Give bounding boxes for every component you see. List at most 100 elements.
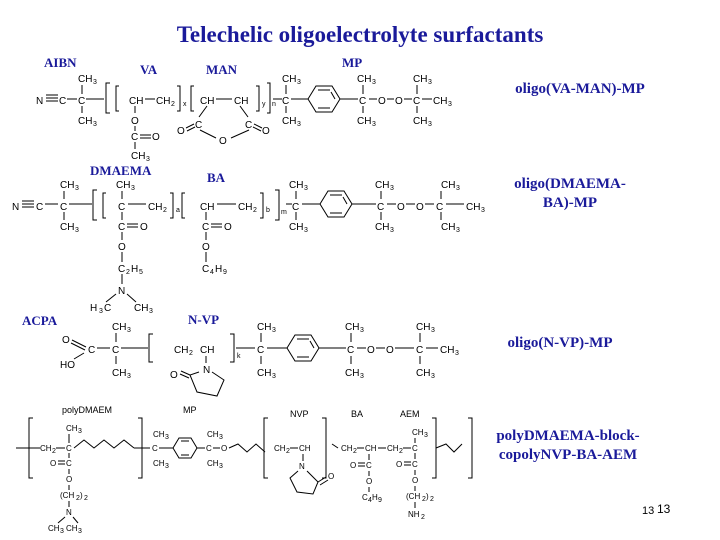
svg-text:CH: CH [153,430,165,439]
svg-text:C: C [202,264,209,275]
svg-text:C: C [257,345,264,356]
svg-text:O: O [221,444,227,453]
svg-text:CH: CH [153,459,165,468]
svg-text:O: O [386,345,394,356]
svg-text:C: C [112,345,119,356]
page-number: 13 [642,505,655,517]
svg-text:CH: CH [129,96,143,107]
svg-text:4: 4 [210,269,214,276]
svg-text:CH: CH [341,444,353,453]
svg-text:O: O [202,242,210,253]
svg-text:O: O [170,370,178,381]
svg-text:4: 4 [368,497,372,504]
svg-text:2: 2 [76,495,80,502]
svg-text:O: O [397,202,405,213]
svg-text:C: C [36,202,43,213]
svg-text:O: O [366,477,372,486]
svg-text:CH: CH [299,444,311,453]
svg-text:C: C [206,444,212,453]
svg-text:3: 3 [390,185,394,192]
svg-text:CH: CH [66,424,78,433]
svg-text:C: C [436,202,443,213]
svg-text:C: C [78,96,85,107]
svg-text:3: 3 [219,463,223,470]
label-nvp-small: NVP [290,409,309,419]
svg-text:C: C [377,202,384,213]
svg-text:C: C [366,461,372,470]
svg-text:3: 3 [424,432,428,439]
svg-text:O: O [152,132,160,143]
svg-text:CH: CH [234,96,248,107]
svg-text:2: 2 [286,448,290,455]
page-number-echo: 13 [657,502,671,516]
svg-text:2: 2 [399,448,403,455]
svg-text:3: 3 [304,185,308,192]
slide-title: Telechelic oligoelectrolyte surfactants [176,22,544,47]
svg-text:): ) [80,491,83,500]
svg-text:C: C [59,96,66,107]
svg-text:CH: CH [375,180,389,191]
svg-text:3: 3 [428,79,432,86]
svg-text:CH: CH [357,116,371,127]
svg-text:3: 3 [390,227,394,234]
svg-text:C: C [88,345,95,356]
label-acpa: ACPA [22,313,58,328]
label-poly-dmaem: polyDMAEM [62,405,113,415]
svg-text:x: x [183,101,187,108]
label-nvp: N-VP [188,312,220,327]
svg-text:3: 3 [75,185,79,192]
svg-text:O: O [328,472,334,481]
compound-name-row2: oligo(DMAEMA-BA)-MP [514,176,626,211]
svg-text:3: 3 [297,79,301,86]
compound-name-row4: polyDMAEMA-block-copolyNVP-BA-AEM [496,428,640,463]
svg-text:N: N [203,365,210,376]
svg-text:k: k [237,353,241,360]
svg-text:3: 3 [360,373,364,380]
svg-text:3: 3 [219,434,223,441]
svg-text:): ) [426,492,429,501]
svg-text:3: 3 [304,227,308,234]
svg-text:CH: CH [134,303,148,314]
svg-text:CH: CH [148,202,162,213]
svg-text:m: m [281,209,287,216]
svg-text:3: 3 [481,207,485,214]
svg-text:b: b [266,207,270,214]
svg-text:3: 3 [272,327,276,334]
svg-text:C: C [412,460,418,469]
svg-text:3: 3 [60,528,64,535]
svg-text:O: O [50,459,56,468]
svg-text:CH: CH [345,368,359,379]
svg-text:CH: CH [413,116,427,127]
svg-text:C: C [104,303,111,314]
svg-text:3: 3 [431,327,435,334]
svg-text:CH: CH [257,368,271,379]
svg-text:CH: CH [282,116,296,127]
compound-name-row1: oligo(VA-MAN)-MP [515,81,645,97]
svg-text:2: 2 [430,496,434,503]
svg-text:CH: CH [357,74,371,85]
svg-text:CH: CH [365,444,377,453]
svg-text:N: N [12,202,19,213]
svg-text:(CH: (CH [60,491,74,500]
svg-text:3: 3 [93,79,97,86]
svg-text:CH: CH [131,151,145,162]
svg-text:9: 9 [378,497,382,504]
svg-text:CH: CH [112,322,126,333]
svg-text:C: C [413,96,420,107]
svg-text:O: O [395,96,403,107]
svg-text:O: O [66,475,72,484]
svg-text:CH: CH [433,96,447,107]
svg-text:3: 3 [149,308,153,315]
svg-text:CH: CH [238,202,252,213]
svg-text:CH: CH [441,180,455,191]
svg-text:2: 2 [353,448,357,455]
svg-text:C: C [416,345,423,356]
label-ba-small: BA [351,409,364,419]
svg-text:CH: CH [207,459,219,468]
svg-text:3: 3 [131,185,135,192]
svg-text:C: C [195,120,202,131]
